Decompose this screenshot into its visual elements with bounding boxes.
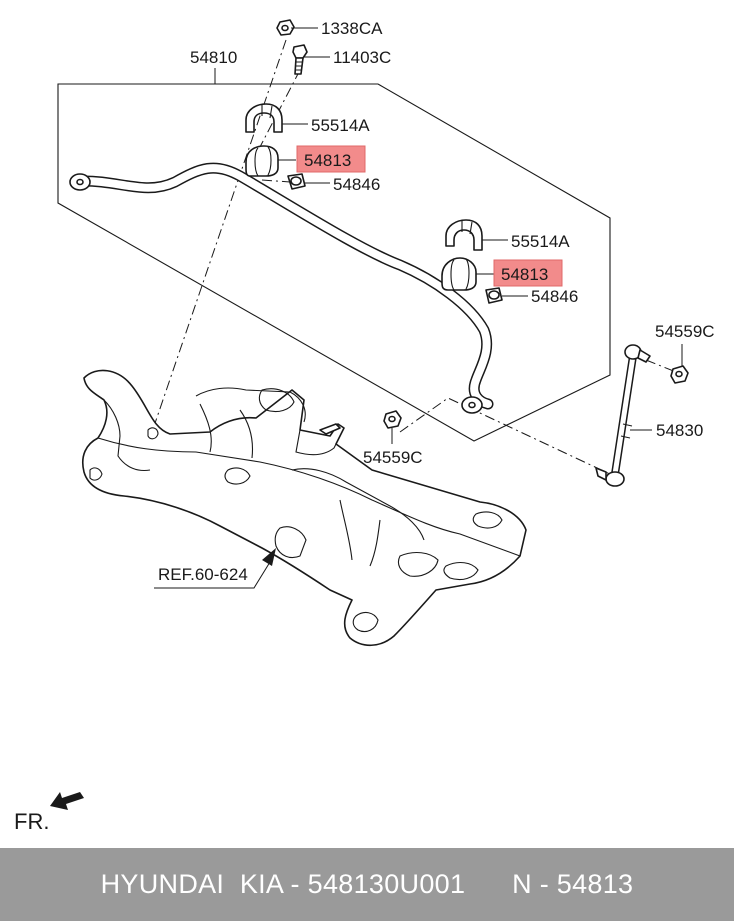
alignment-line-bushing [261, 179, 291, 183]
bracket-icon-55514a-upper [245, 103, 283, 133]
front-label: FR. [14, 809, 49, 834]
label-54813-upper: 54813 [304, 151, 351, 170]
clip-icon-54846-upper [287, 173, 306, 190]
label-1338ca: 1338CA [321, 19, 383, 38]
label-11403c: 11403C [333, 48, 391, 67]
clip-icon-54846-lower [485, 287, 503, 304]
nut-icon-54559c-lower [383, 410, 402, 429]
leader-lines [154, 27, 683, 589]
label-54810: 54810 [190, 48, 237, 67]
bushing-icon-54813-upper [245, 145, 279, 177]
alignment-line-link-bottom [399, 397, 613, 476]
reference-arrow-icon [262, 548, 276, 566]
nut-icon-54559c-link-top [670, 365, 689, 384]
stabilizer-bar [69, 162, 494, 414]
alignment-line-link-top [645, 359, 677, 373]
nut-icon-1338ca [276, 19, 295, 36]
stabilizer-link-icon-54830 [595, 344, 651, 487]
bushing-icon-54813-lower [441, 257, 477, 291]
parts-diagram: 1338CA 11403C 54810 55514A 54813 54846 5… [14, 19, 715, 834]
label-54846-lower: 54846 [531, 287, 578, 306]
label-55514a-lower: 55514A [511, 232, 570, 251]
label-54846-upper: 54846 [333, 175, 380, 194]
label-54830: 54830 [656, 421, 703, 440]
front-arrow-icon [50, 792, 84, 810]
label-55514a-upper: 55514A [311, 116, 370, 135]
label-54813-lower: 54813 [501, 265, 548, 284]
highlight-box-lower [493, 259, 563, 287]
highlight-box-upper [296, 145, 366, 173]
footer-bar: HYUNDAI KIA - 548130U001 N - 54813 [0, 848, 734, 921]
alignment-line-top [151, 39, 287, 433]
label-54559c-link-top: 54559C [655, 322, 715, 341]
bracket-icon-55514a-lower [445, 219, 483, 251]
bolt-icon-11403c [292, 44, 308, 75]
label-54559c-lower: 54559C [363, 448, 423, 467]
footer-part-info: HYUNDAI KIA - 548130U001 N - 54813 [100, 869, 634, 899]
label-reference: REF.60-624 [158, 565, 248, 584]
subframe-icon [82, 369, 527, 647]
front-direction-indicator: FR. [14, 792, 84, 834]
assembly-outline [57, 83, 611, 442]
